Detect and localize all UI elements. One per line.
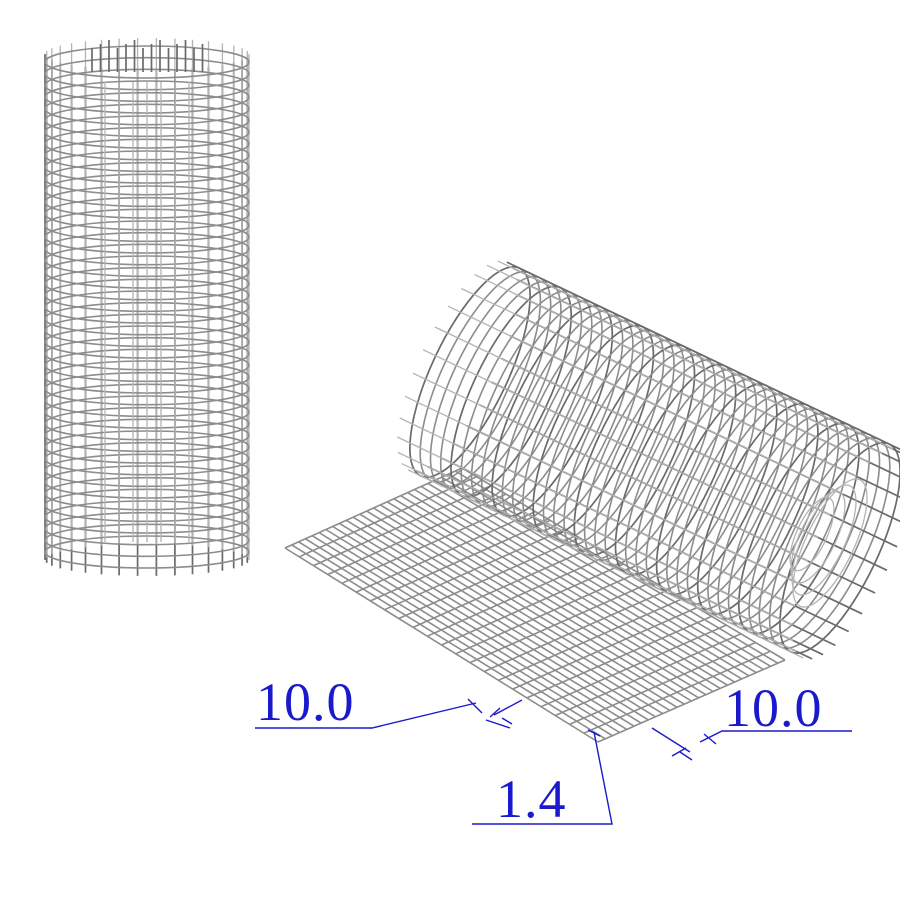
- flat-sheet-wire: [352, 516, 671, 712]
- lying-roll-long-wire: [412, 372, 809, 562]
- flat-sheet-wire: [332, 525, 649, 721]
- lying-mesh-roll: [397, 260, 900, 660]
- upright-roll-ring-wire: [44, 45, 250, 79]
- dimension-left: 10.0: [255, 672, 523, 732]
- upright-mesh-roll: [44, 38, 250, 576]
- flat-sheet-wire: [339, 522, 656, 718]
- lying-roll-long-wire: [497, 260, 894, 450]
- flat-mesh-sheet: [284, 467, 786, 743]
- lying-roll-core-ring: [790, 490, 846, 584]
- flat-sheet-wire: [345, 519, 664, 715]
- flat-sheet-wire: [447, 473, 772, 667]
- lying-roll-long-wire: [397, 436, 793, 626]
- lying-roll-long-wire: [399, 417, 796, 607]
- lying-roll-long-wire: [486, 264, 883, 454]
- lying-roll-long-wire: [397, 451, 794, 642]
- lying-roll-long-wire: [404, 395, 801, 585]
- dimension-right-leader: [651, 727, 852, 761]
- flat-sheet-wire: [420, 485, 743, 680]
- flat-sheet-wire: [461, 467, 786, 661]
- lying-roll-long-wire: [516, 278, 900, 463]
- flat-sheet-wire: [298, 541, 613, 737]
- lying-roll-core-ring: [791, 484, 857, 596]
- flat-sheet-wire: [427, 482, 750, 677]
- flat-sheet-wire: [386, 501, 707, 696]
- dimension-right-label: 10.0: [724, 678, 823, 738]
- flat-sheet-wire: [400, 495, 721, 690]
- lying-roll-long-wire: [434, 326, 831, 516]
- lying-roll-long-wire: [422, 349, 819, 539]
- flat-sheet-wire: [318, 531, 635, 727]
- flat-sheet-wire: [304, 538, 621, 734]
- flat-sheet-wire: [284, 547, 599, 743]
- dimension-wire: 1.4: [472, 729, 613, 829]
- dimension-left-label: 10.0: [256, 672, 355, 732]
- lying-roll-long-wire: [506, 261, 900, 451]
- flat-sheet-wire: [434, 479, 757, 674]
- flat-sheet-wire: [325, 528, 642, 724]
- flat-sheet-wire: [291, 544, 606, 740]
- lying-roll-long-wire: [407, 469, 804, 659]
- dimension-left-leader: [255, 698, 523, 729]
- lying-roll-long-wire: [447, 305, 844, 495]
- flat-sheet-wire: [379, 504, 700, 699]
- flat-sheet-wire: [366, 510, 685, 705]
- lying-roll-core-ring: [792, 478, 868, 608]
- flat-sheet-wire: [454, 470, 779, 664]
- flat-sheet-wire: [407, 491, 728, 686]
- lying-roll-core-ring: [789, 496, 835, 572]
- lying-roll-long-wire: [461, 287, 857, 478]
- flat-sheet-wire: [393, 498, 714, 693]
- flat-sheet-wire: [413, 488, 736, 683]
- dimension-right: 10.0: [651, 678, 852, 761]
- flat-sheet-wire: [441, 476, 764, 671]
- dimension-wire-leader: [472, 729, 613, 825]
- flat-sheet-wire: [359, 513, 678, 708]
- flat-sheet-wire: [373, 507, 692, 702]
- lying-roll-long-wire: [401, 463, 798, 653]
- dimension-wire-label: 1.4: [496, 769, 567, 829]
- lying-roll-long-wire: [474, 274, 871, 464]
- flat-sheet-wire: [311, 535, 628, 731]
